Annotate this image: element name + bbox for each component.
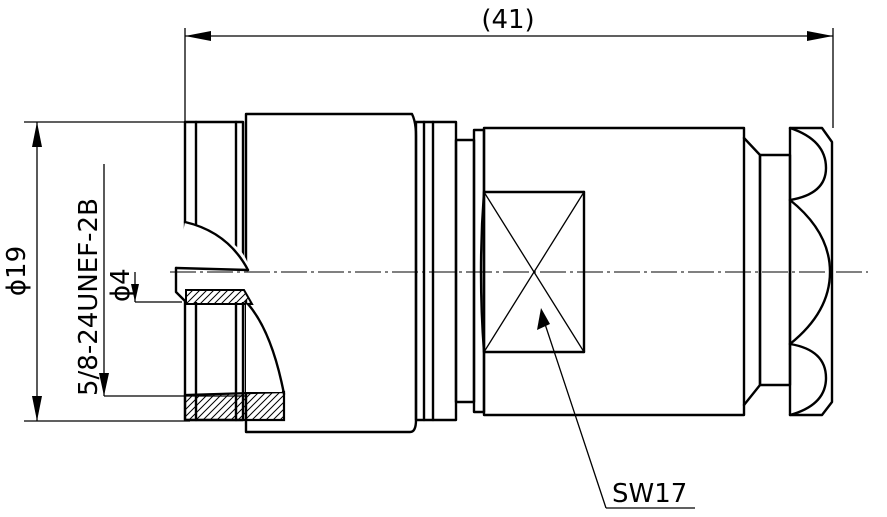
thread-spec-label: 5/8-24UNEF-2B xyxy=(74,198,104,396)
wrench-size-callout: SW17 xyxy=(537,308,695,509)
outer-diameter-label: ϕ19 xyxy=(2,246,32,296)
overall-length-dimension: (41) xyxy=(184,5,834,128)
inner-diameter-label: ϕ4 xyxy=(106,268,136,302)
collar xyxy=(414,120,486,422)
wrench-size-label: SW17 xyxy=(612,479,687,509)
inner-diameter-dimension: ϕ4 xyxy=(106,268,182,303)
rear-nut xyxy=(742,126,834,417)
outer-diameter-dimension: ϕ19 xyxy=(2,121,190,422)
overall-length-label: (41) xyxy=(481,5,534,35)
thread-dimension: 5/8-24UNEF-2B xyxy=(74,164,246,397)
cutaway-section xyxy=(174,220,286,396)
